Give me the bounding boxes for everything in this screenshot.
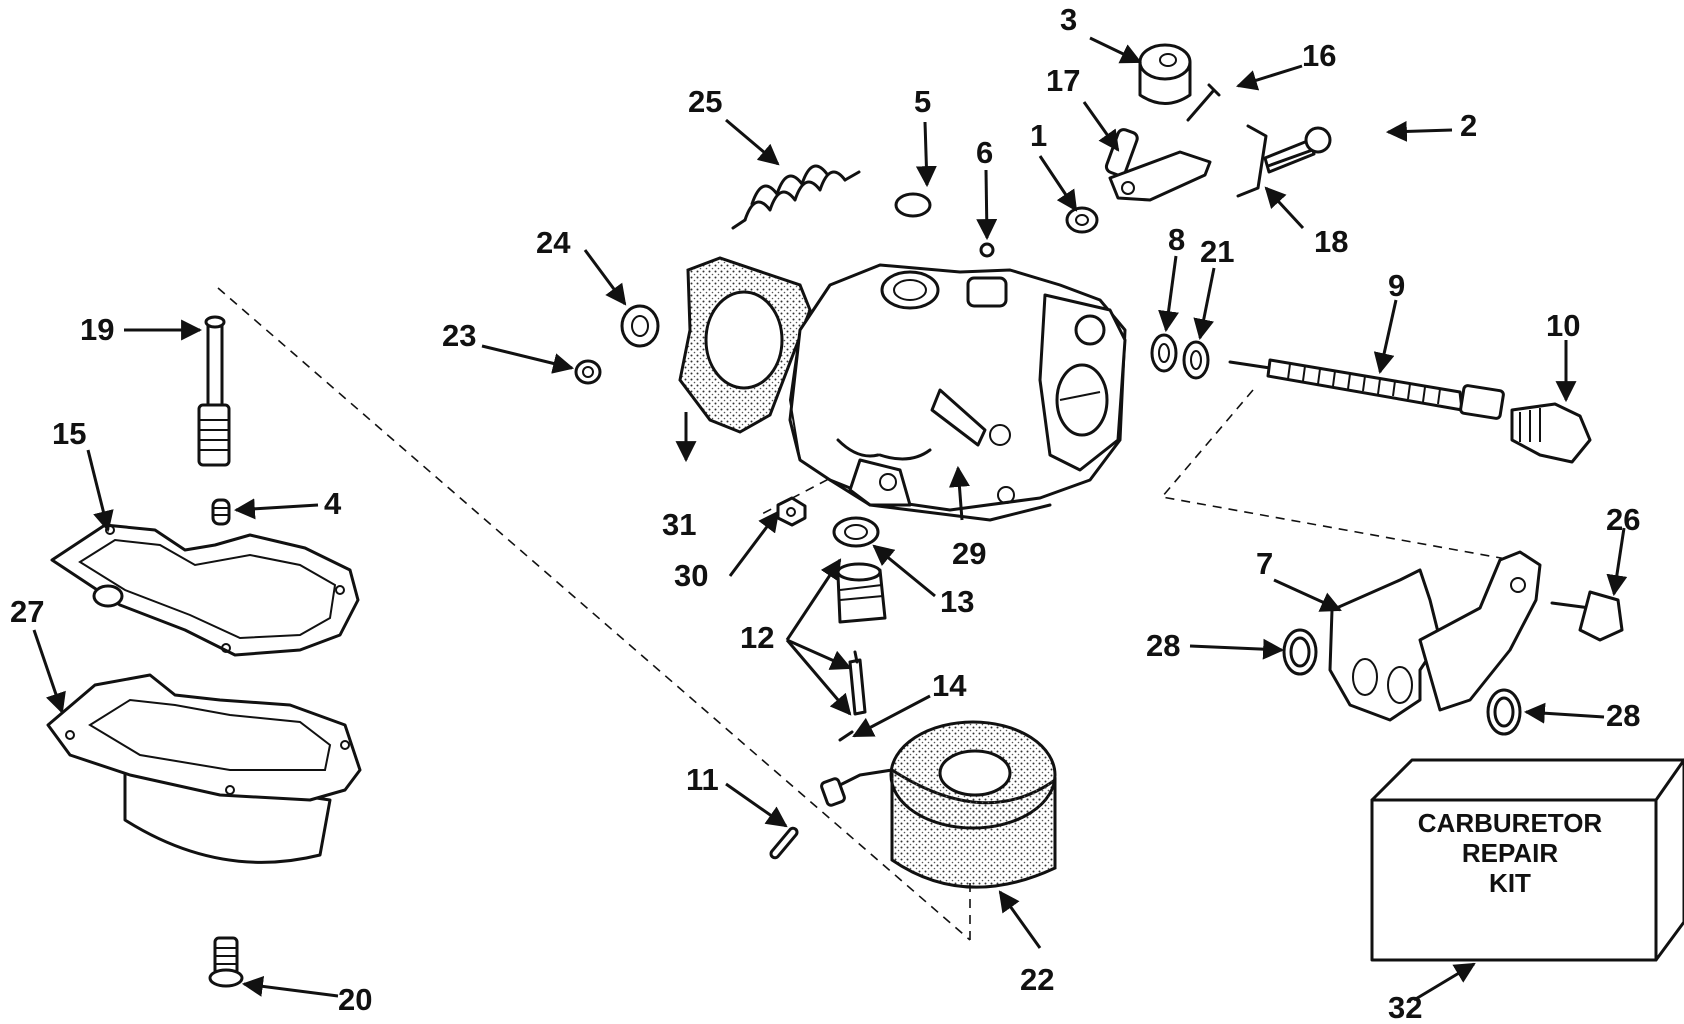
part-number-21: 21: [1200, 234, 1234, 269]
part-number-12: 12: [740, 620, 774, 655]
part-number-28-left: 28: [1146, 628, 1180, 663]
part-number-13: 13: [940, 584, 974, 619]
repair-kit-box-part-32: CARBURETOR REPAIR KIT: [1370, 758, 1684, 962]
washer-part-21: [1182, 340, 1210, 380]
part-number-22: 22: [1020, 962, 1054, 997]
part-number-32: 32: [1388, 990, 1422, 1024]
bolt-part-26: [1550, 590, 1624, 642]
screw-part-2: [1263, 126, 1332, 174]
carburetor-body: [788, 263, 1127, 522]
washer-part-1: [1065, 206, 1099, 234]
part-number-6: 6: [976, 135, 993, 170]
gasket-part-31: [678, 256, 812, 434]
plug-part-5: [894, 192, 932, 218]
part-number-23: 23: [442, 318, 476, 353]
washer-part-8: [1150, 333, 1178, 373]
screw-part-20: [208, 936, 244, 988]
nut-part-23: [574, 359, 602, 385]
part-number-8: 8: [1168, 222, 1185, 257]
bushing-part-28-a: [1282, 628, 1318, 676]
bracket-part-7: [1328, 550, 1542, 722]
assembly-guide-lines: [217, 287, 1513, 941]
part-number-3: 3: [1060, 2, 1077, 37]
part-number-25: 25: [688, 84, 722, 119]
part-number-1: 1: [1030, 118, 1047, 153]
part-number-16: 16: [1302, 38, 1336, 73]
part-number-26: 26: [1606, 502, 1640, 537]
part-number-31: 31: [662, 507, 696, 542]
kit-label-line-2: REPAIR: [1462, 838, 1559, 868]
lever-part-17: [1104, 128, 1212, 202]
part-number-27: 27: [10, 594, 44, 629]
part-number-11: 11: [686, 762, 719, 797]
part-number-18: 18: [1314, 224, 1348, 259]
part-number-24: 24: [536, 225, 571, 260]
needle-part-9: [1228, 358, 1505, 420]
part-number-4: 4: [324, 486, 342, 521]
needle-valve-part-12: [836, 562, 887, 742]
screw-part-16: [1186, 83, 1221, 122]
screw-part-19: [197, 315, 231, 467]
pin-part-11: [769, 826, 799, 860]
part-number-29: 29: [952, 536, 986, 571]
spring-part-4: [211, 498, 231, 526]
ball-part-6: [979, 242, 995, 258]
gasket-part-15: [50, 523, 360, 657]
part-number-5: 5: [914, 84, 931, 119]
washer-part-24: [620, 304, 660, 348]
spring-part-25: [731, 164, 861, 230]
wire-clip-part-18: [1236, 124, 1268, 198]
part-number-10: 10: [1546, 308, 1580, 343]
part-number-15: 15: [52, 416, 86, 451]
nut-part-30: [776, 496, 807, 527]
part-number-30: 30: [674, 558, 708, 593]
leader-lines: [32, 36, 1628, 1002]
seal-part-13: [832, 516, 880, 548]
kit-label-line-3: KIT: [1489, 868, 1531, 898]
part-number-labels: 1 2 3 4 5 6 7 8 9 10 11 12 13 14 15 16 1…: [10, 2, 1640, 1024]
plug-part-10: [1510, 402, 1592, 464]
part-number-20: 20: [338, 982, 372, 1017]
part-number-7: 7: [1256, 546, 1273, 581]
part-number-9: 9: [1388, 268, 1405, 303]
bushing-part-28-b: [1486, 688, 1522, 736]
cap-part-3: [1138, 43, 1192, 105]
float-bowl-part-27: [46, 673, 362, 864]
part-number-28-right: 28: [1606, 698, 1640, 733]
float-part-22: [820, 720, 1057, 889]
part-number-14: 14: [932, 668, 967, 703]
kit-label-line-1: CARBURETOR: [1418, 808, 1603, 838]
part-number-17: 17: [1046, 63, 1080, 98]
part-number-19: 19: [80, 312, 114, 347]
part-number-2: 2: [1460, 108, 1477, 143]
